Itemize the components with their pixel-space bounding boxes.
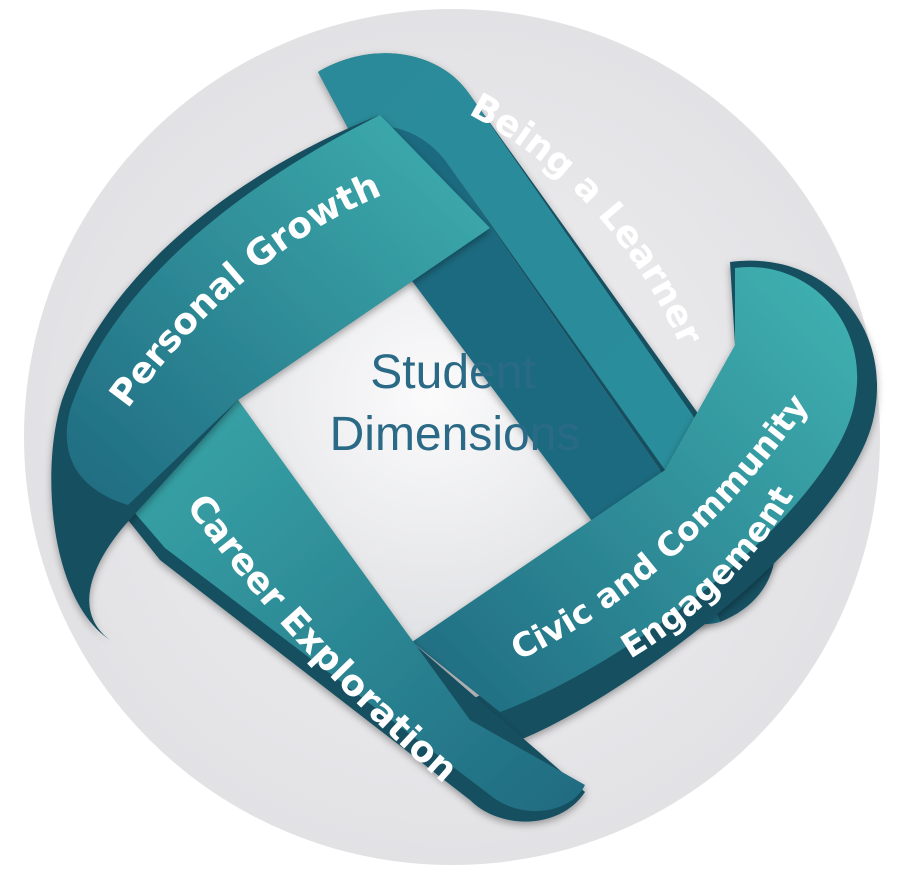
band-civic-engagement xyxy=(412,260,878,740)
band-personal-growth xyxy=(51,115,491,640)
band-career-exploration xyxy=(120,400,585,822)
center-title-line1: Student xyxy=(370,346,535,399)
center-title-line2: Dimensions xyxy=(330,408,581,461)
